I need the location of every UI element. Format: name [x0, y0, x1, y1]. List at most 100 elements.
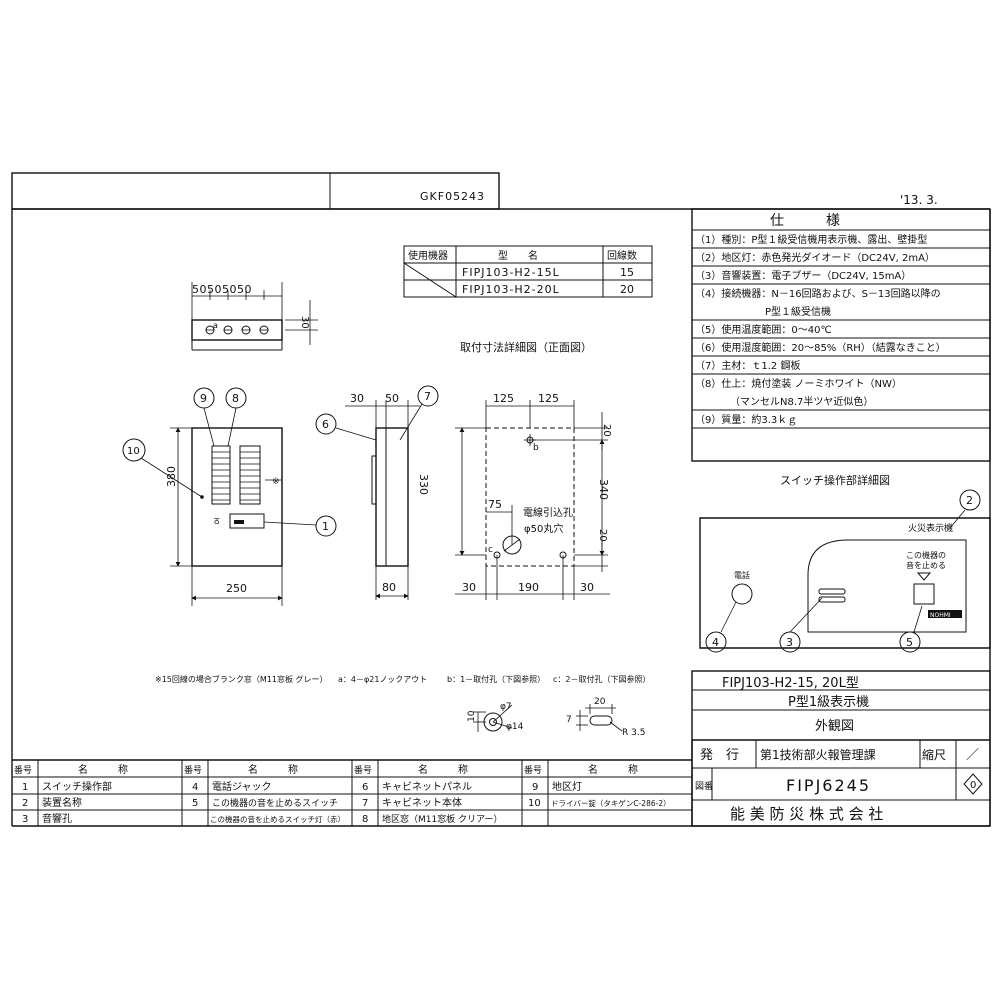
mount-hole-label: 電線引込孔	[523, 506, 573, 519]
callout-4: 4	[705, 631, 727, 653]
callout-9: 9	[193, 387, 215, 409]
spec-line-3: （3）音響装置：電子ブザー（DC24V, 15mA）	[695, 269, 911, 282]
callout-2: 2	[959, 489, 981, 511]
switch-phone-label: 電話	[734, 570, 750, 580]
drawing-code: GKF05243	[420, 190, 485, 203]
parts-header-no-1: 番号	[14, 764, 32, 776]
spec-line-9: （8）仕上：焼付塗装 ノーミホワイト（NW）	[695, 377, 902, 390]
model-table-model-2: FIPJ103-H2-20L	[462, 283, 560, 296]
parts-r2-no4: 10	[528, 798, 541, 809]
svg-text:8: 8	[232, 392, 239, 405]
front-view-width: 250	[226, 582, 247, 595]
svg-text:6: 6	[322, 418, 329, 431]
spec-line-1: （1）種別：P型１級受信機用表示機、露出、壁掛型	[695, 233, 927, 246]
hole-b-10: 10	[467, 710, 477, 722]
spec-table	[691, 208, 991, 462]
svg-text:5: 5	[906, 636, 913, 649]
parts-r1-name2: 電話ジャック	[212, 780, 272, 793]
hole-c-7: 7	[566, 715, 572, 725]
title-kind: 外観図	[815, 719, 854, 734]
parts-r2-name3: キャビネット本体	[382, 796, 462, 809]
switch-fire-label: 火災表示機	[908, 522, 953, 534]
model-table-lines-1: 15	[620, 266, 634, 279]
top-view	[191, 282, 318, 351]
title-drawing-label: 図番	[695, 780, 713, 792]
parts-table	[12, 740, 693, 826]
parts-header-no-3: 番号	[354, 764, 372, 776]
callout-8: 8	[225, 387, 247, 409]
callout-6: 6	[315, 413, 337, 435]
parts-r1-name4: 地区灯	[552, 780, 582, 793]
mount-right: 340	[597, 479, 610, 500]
model-table-lines-2: 20	[620, 283, 634, 296]
title-issue-label: 発 行	[700, 748, 739, 763]
mount-right-top: 20	[601, 424, 612, 437]
mount-bottom3: 30	[580, 581, 594, 594]
callout-5: 5	[899, 631, 921, 653]
svg-text:9: 9	[200, 392, 207, 405]
mount-top1: 125	[493, 392, 514, 405]
side-view-depth: 80	[382, 581, 396, 594]
top-view-a-label: a	[213, 321, 218, 330]
model-table-header-lines: 回線数	[607, 249, 637, 262]
parts-r1-no4: 9	[532, 782, 538, 793]
mount-view-title: 取付寸法詳細図（正面図）	[460, 340, 592, 354]
hole-b-phi14: φ14	[506, 722, 524, 732]
hole-b-phi7: φ7	[500, 702, 512, 712]
parts-r1-no3: 6	[362, 782, 368, 793]
parts-r2-name1: 装置名称	[42, 796, 82, 809]
mount-bottom2: 190	[518, 581, 539, 594]
title-scale: ／	[966, 748, 979, 763]
title-block	[691, 670, 991, 827]
model-table-model-1: FIPJ103-H2-15L	[462, 266, 560, 279]
title-scale-label: 縮尺	[922, 747, 946, 762]
parts-r1-no2: 4	[192, 782, 198, 793]
parts-header-name-1: 名 称	[78, 763, 128, 776]
parts-r1-name1: スイッチ操作部	[42, 780, 112, 793]
title-company: 能 美 防 災 株 式 会 社	[730, 805, 883, 823]
parts-r2-name2: この機器の音を止めるスイッチ	[212, 797, 338, 809]
spec-title: 仕 様	[770, 213, 840, 229]
top-view-dim-right: 30	[299, 316, 310, 329]
parts-r3-name2: この機器の音を止めるスイッチ灯（赤）	[210, 814, 345, 824]
side-view	[345, 400, 420, 600]
front-view-knock-b: ठ	[214, 517, 220, 527]
svg-text:2: 2	[966, 494, 973, 507]
parts-header-no-4: 番号	[524, 764, 542, 776]
callout-3: 3	[779, 631, 801, 653]
svg-text:1: 1	[322, 520, 329, 533]
switch-detail-title: スイッチ操作部詳細図	[780, 473, 890, 487]
hole-detail-b	[473, 704, 513, 732]
front-view-star: ※	[272, 477, 280, 487]
svg-text:4: 4	[712, 636, 719, 649]
spec-line-11: （9）質量：約3.3ｋｇ	[695, 413, 797, 426]
parts-header-name-3: 名 称	[418, 763, 468, 776]
note-knockout: a：4－φ21ノックアウト	[338, 675, 427, 684]
note-blank-window: ※15回線の場合ブランク窓（M11窓板 グレー）	[155, 674, 328, 684]
callout-1: 1	[315, 515, 337, 537]
parts-header-no-2: 番号	[184, 764, 202, 776]
mount-right-bottom: 20	[597, 529, 608, 542]
title-revision: 0	[970, 780, 976, 791]
switch-brand-logo: NOHMI	[930, 612, 951, 619]
callout-7: 7	[417, 385, 439, 407]
switch-stop-label-2: 音を止める	[906, 560, 946, 570]
svg-text:3: 3	[786, 636, 793, 649]
side-view-d2: 50	[385, 392, 399, 405]
mount-view	[455, 400, 610, 600]
switch-detail	[699, 517, 991, 649]
title-issuer: 第1技術部火報管理課	[760, 747, 876, 762]
top-view-dims: 50505050	[192, 283, 252, 296]
front-view-height: 380	[165, 466, 178, 487]
hole-c-20: 20	[594, 697, 606, 707]
title-name: P型1級表示機	[788, 695, 869, 710]
switch-stop-label-1: この機器の	[906, 550, 946, 560]
svg-text:7: 7	[424, 390, 431, 403]
parts-r3-no1: 3	[22, 814, 28, 825]
mount-bottom1: 30	[462, 581, 476, 594]
parts-r2-no1: 2	[22, 798, 28, 809]
parts-header-name-2: 名 称	[248, 763, 298, 776]
mount-c-label: c	[488, 545, 493, 555]
model-table-header-model: 型 名	[498, 249, 538, 262]
